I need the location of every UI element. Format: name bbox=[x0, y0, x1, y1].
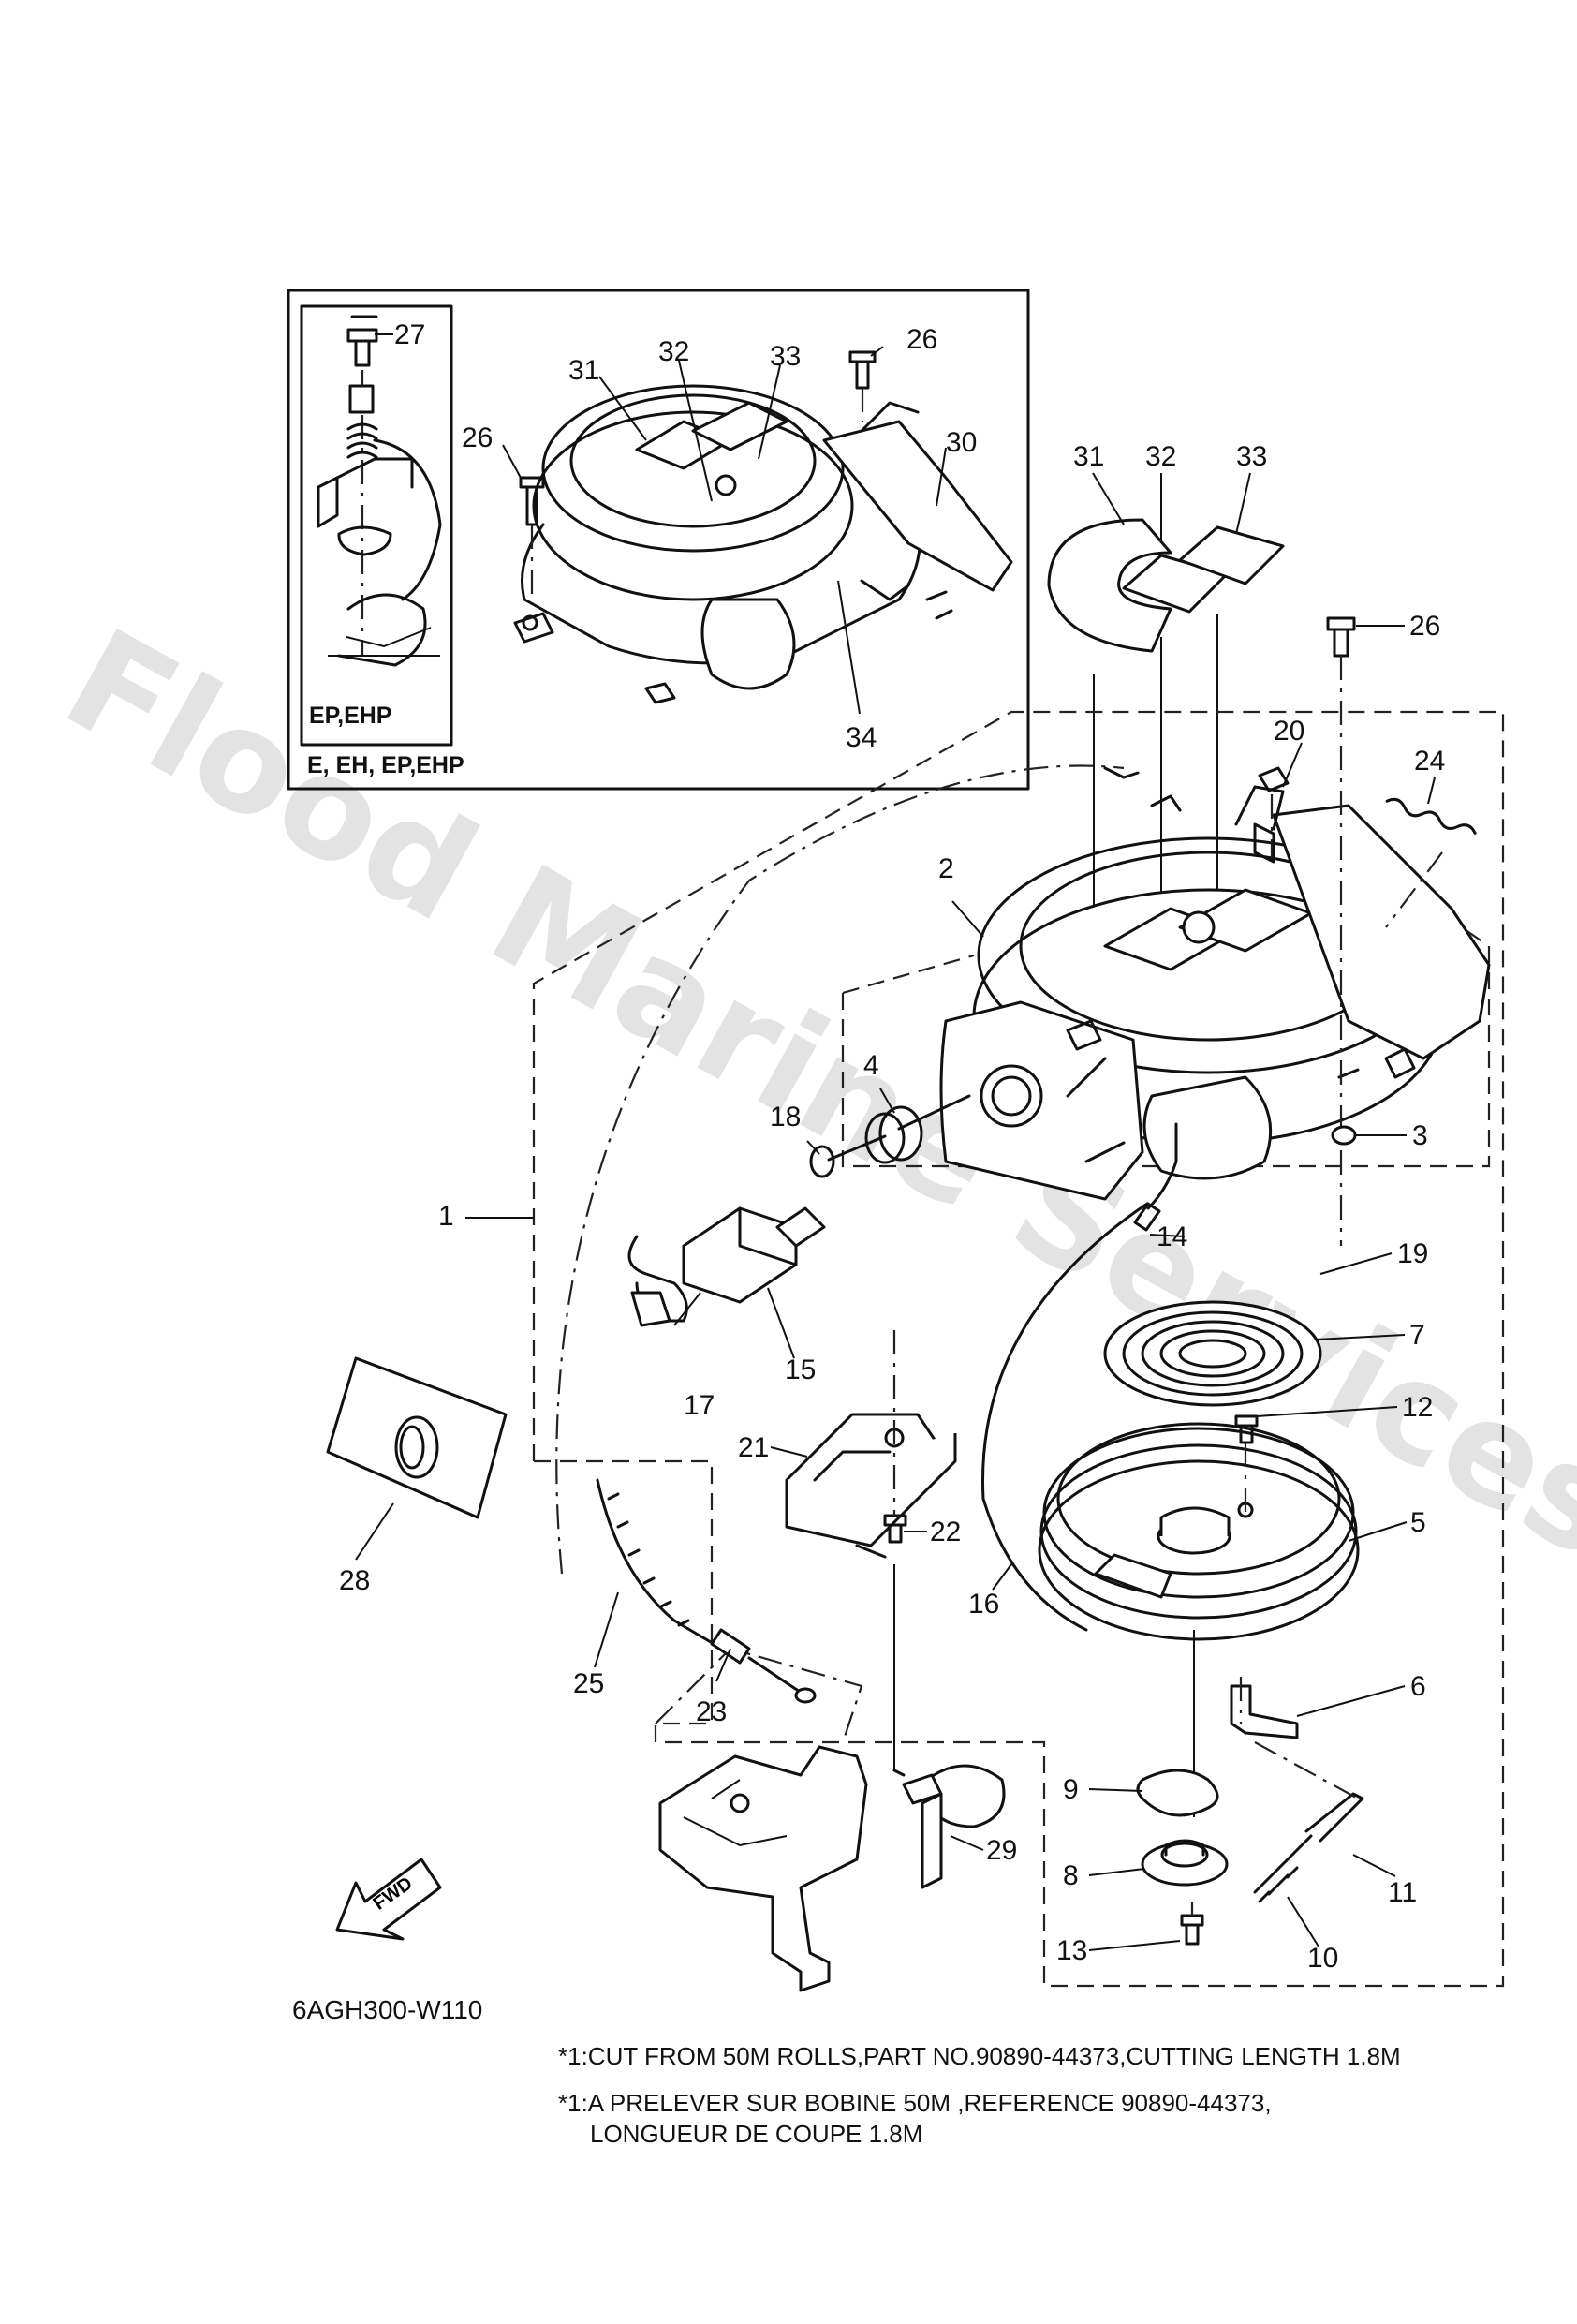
callout-numbers: 27 26 31 32 33 26 30 34 31 32 33 26 20 2… bbox=[339, 319, 1445, 1974]
callout-26-inset-left: 26 bbox=[462, 422, 493, 453]
cable-and-handle bbox=[627, 1094, 1178, 1632]
callout-30: 30 bbox=[946, 427, 977, 458]
inset-label-ep-ehp: EP,EHP bbox=[309, 703, 391, 729]
callout-31-inset: 31 bbox=[568, 355, 599, 386]
callout-9: 9 bbox=[1063, 1774, 1079, 1805]
callout-33: 33 bbox=[1236, 441, 1267, 472]
decal-set bbox=[1047, 518, 1285, 1058]
upper-small-parts bbox=[1103, 766, 1477, 928]
callout-4: 4 bbox=[863, 1050, 879, 1081]
pulley-5 bbox=[1038, 1414, 1360, 1817]
lower-left-parts bbox=[596, 1330, 1006, 1889]
callout-25: 25 bbox=[573, 1668, 604, 1699]
inset-starter-assembly bbox=[350, 315, 1013, 704]
starter-housing bbox=[939, 785, 1491, 1201]
callout-26: 26 bbox=[1409, 611, 1440, 642]
callout-3: 3 bbox=[1412, 1120, 1428, 1151]
note-french-line-2: LONGUEUR DE COUPE 1.8M bbox=[590, 2120, 923, 2148]
note-french-line-1: *1:A PRELEVER SUR BOBINE 50M ,REFERENCE … bbox=[558, 2089, 1272, 2117]
callout-16: 16 bbox=[968, 1589, 999, 1620]
diagram-code: 6AGH300-W110 bbox=[292, 1995, 483, 2024]
assembly-boundaries bbox=[532, 710, 1505, 1988]
callout-18: 18 bbox=[770, 1102, 801, 1132]
fwd-arrow-icon: FWD bbox=[335, 1858, 442, 1941]
callout-17: 17 bbox=[684, 1390, 715, 1421]
callout-10: 10 bbox=[1307, 1943, 1338, 1974]
callout-6: 6 bbox=[1410, 1671, 1426, 1702]
callout-27: 27 bbox=[394, 319, 425, 350]
inset-box: EP,EHP E, EH, EP,EHP bbox=[287, 289, 1030, 791]
leader-lines bbox=[355, 333, 1436, 1951]
callout-11: 11 bbox=[1388, 1877, 1417, 1908]
callout-19: 19 bbox=[1397, 1238, 1428, 1269]
callout-1: 1 bbox=[438, 1201, 454, 1232]
callout-5: 5 bbox=[1410, 1507, 1426, 1538]
callout-29: 29 bbox=[986, 1835, 1017, 1866]
callout-26-inset-right: 26 bbox=[906, 324, 937, 355]
callout-15: 15 bbox=[785, 1354, 816, 1385]
callout-14: 14 bbox=[1157, 1221, 1187, 1252]
callout-31: 31 bbox=[1073, 441, 1104, 472]
callout-22: 22 bbox=[930, 1517, 961, 1547]
callout-32: 32 bbox=[1145, 441, 1176, 472]
callout-13: 13 bbox=[1056, 1935, 1087, 1966]
inset-label-e-eh-ep-ehp: E, EH, EP,EHP bbox=[307, 752, 464, 778]
callout-23: 23 bbox=[696, 1696, 727, 1727]
callout-21: 21 bbox=[738, 1432, 769, 1463]
engine-bracket bbox=[658, 1745, 868, 1992]
callout-8: 8 bbox=[1063, 1860, 1079, 1891]
callout-24: 24 bbox=[1414, 746, 1445, 777]
callout-12: 12 bbox=[1402, 1392, 1433, 1423]
callout-20: 20 bbox=[1274, 716, 1304, 747]
callout-34: 34 bbox=[846, 722, 877, 753]
inset-small-assembly bbox=[317, 328, 442, 667]
note-english: *1:CUT FROM 50M ROLLS,PART NO.90890-4437… bbox=[558, 2042, 1401, 2070]
bolt-26-main bbox=[1326, 616, 1356, 1246]
callout-33-inset: 33 bbox=[770, 341, 801, 372]
rewind-spring-7 bbox=[1103, 1300, 1322, 1407]
lower-right-parts bbox=[1136, 1677, 1364, 1946]
part-3-bushing bbox=[1331, 1125, 1357, 1146]
rubber-pad-28 bbox=[326, 1356, 508, 1519]
callout-7: 7 bbox=[1409, 1320, 1425, 1351]
callout-32-inset: 32 bbox=[658, 336, 689, 367]
callout-28: 28 bbox=[339, 1565, 370, 1596]
callout-2: 2 bbox=[938, 853, 954, 884]
